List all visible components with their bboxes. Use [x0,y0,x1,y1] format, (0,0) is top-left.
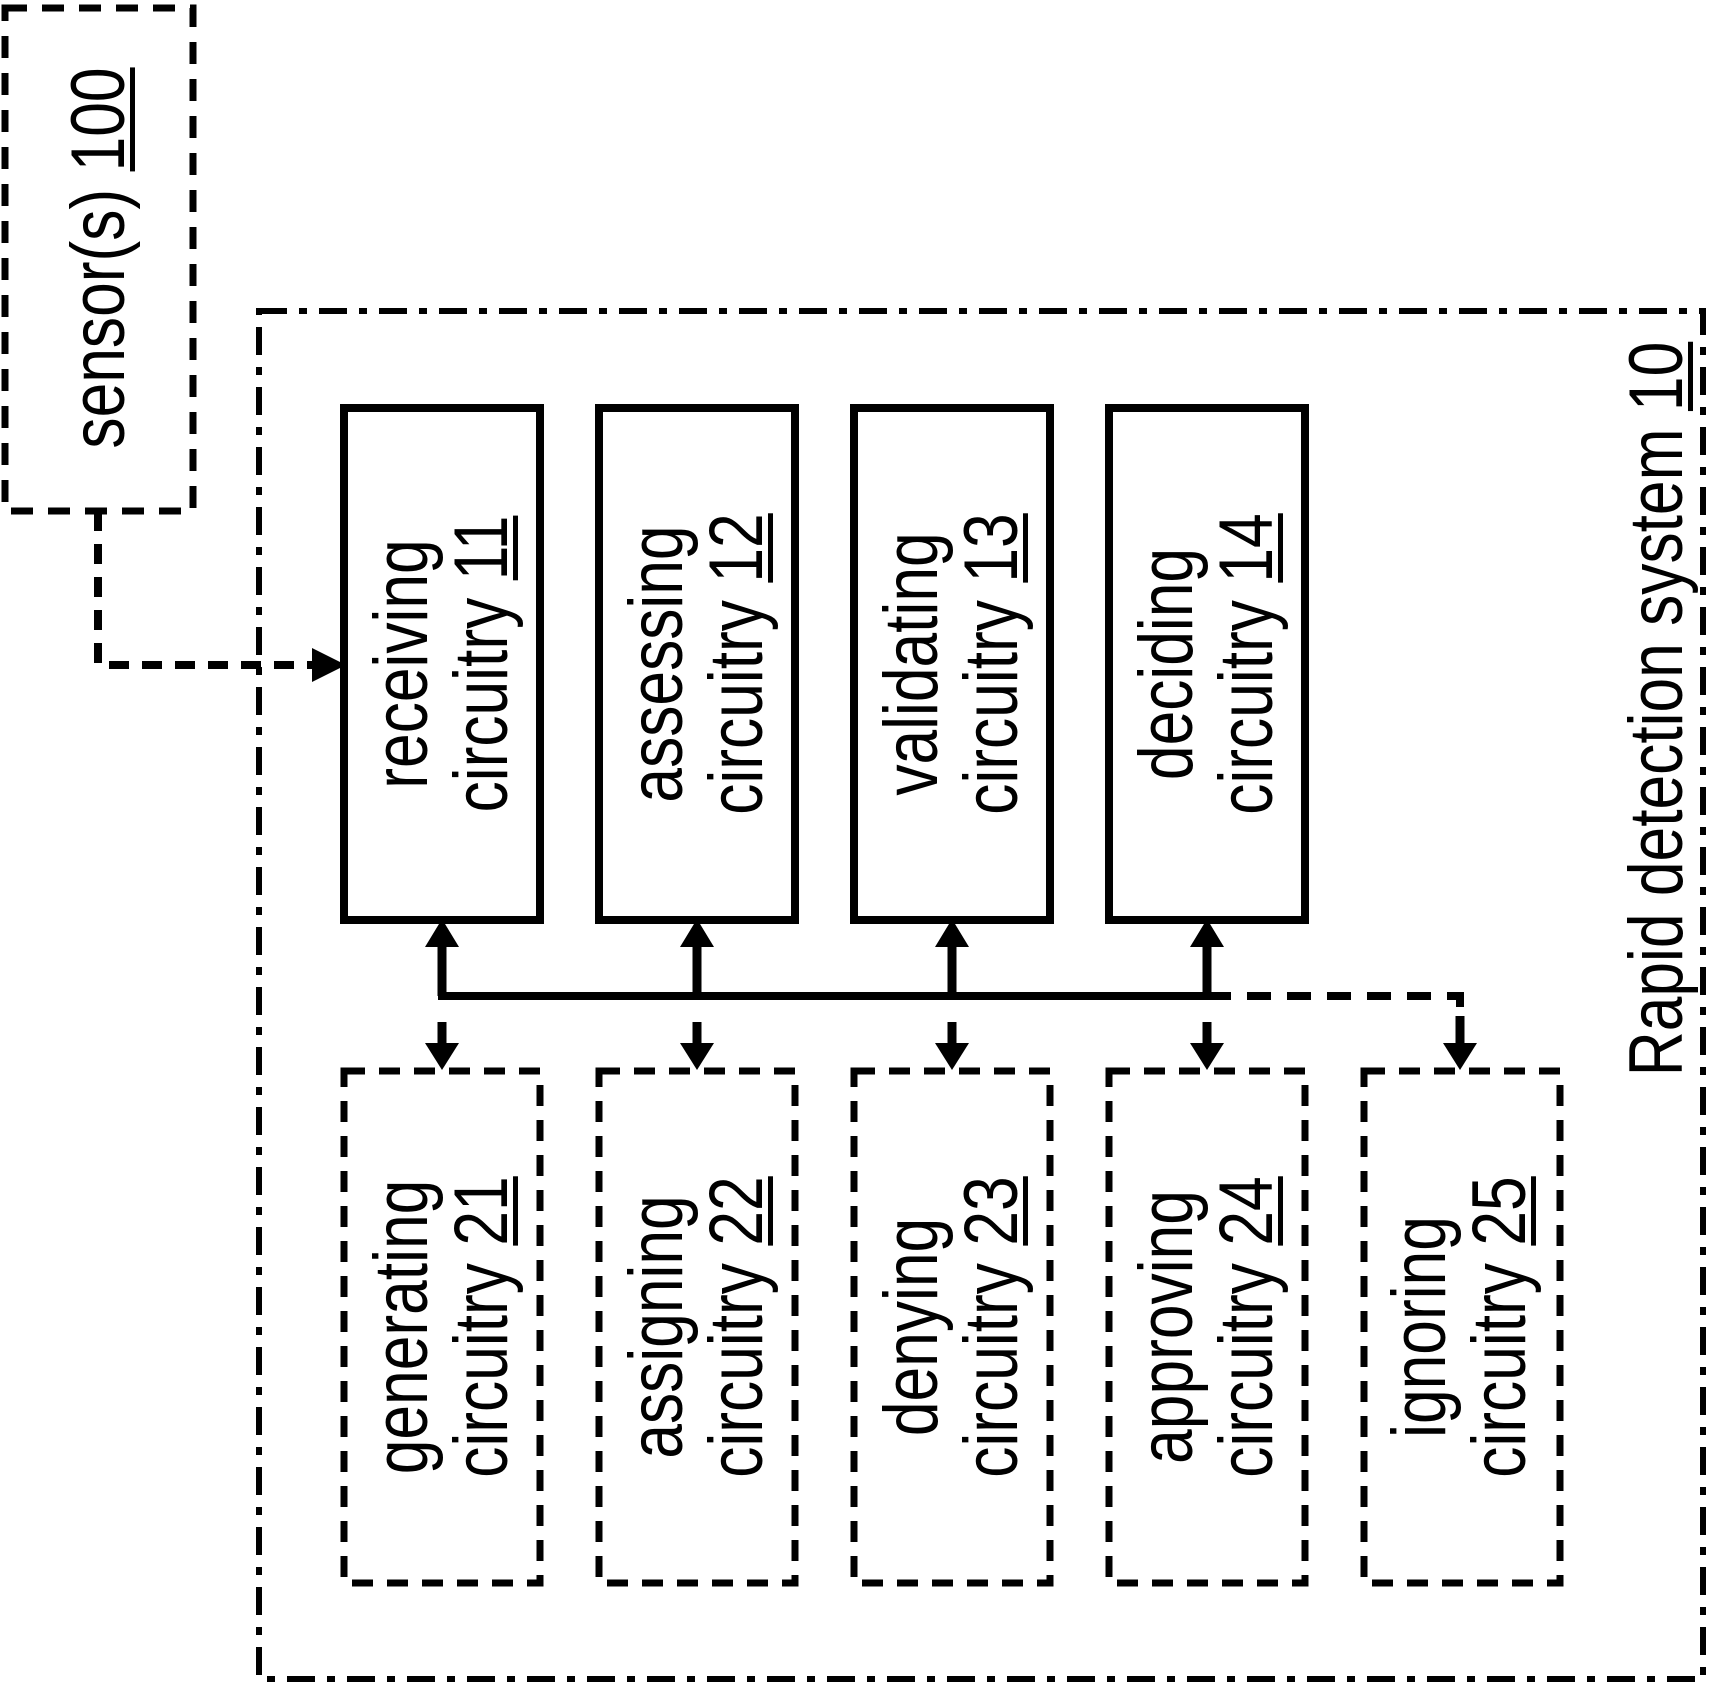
deciding-circuitry-label: deciding circuitry14 [1124,513,1289,815]
validating-circuitry-label: validating circuitry13 [869,513,1034,815]
assigning-circuitry-label: assigning circuitry22 [614,1176,779,1478]
assessing-circuitry-label: assessing circuitry12 [614,513,779,815]
down-arrowhead-3 [935,1043,969,1070]
system-title-label: Rapid detection system10 [1614,341,1699,1077]
down-arrowhead-1 [425,1043,459,1070]
sensor-ref-number: 100 [56,67,141,172]
sensor-connector-arrowhead [312,648,346,682]
assessing-ref-number: 12 [694,513,779,583]
generating-circuitry-box [340,1067,544,1587]
generating-circuitry-label: generating circuitry21 [359,1176,524,1478]
approving-circuitry-label: approving circuitry24 [1124,1176,1289,1478]
assigning-ref-number: 22 [694,1176,779,1246]
down-arrowhead-4 [1190,1043,1224,1070]
up-arrowhead-3 [935,919,969,947]
bus-dashed-extension [1207,992,1464,1016]
ignoring-ref-number: 25 [1457,1176,1542,1246]
system-ref-number: 10 [1614,341,1699,412]
up-arrowhead-2 [680,919,714,947]
sensor-connector-line [94,511,314,669]
receiving-circuitry-label: receiving circuitry11 [359,515,524,813]
system-boundary-border [256,308,1706,1682]
sensor-label: sensor(s)100 [56,67,141,449]
denying-circuitry-box [850,1067,1054,1587]
ignoring-circuitry-box [1360,1067,1564,1587]
down-arrowhead-2 [680,1043,714,1070]
generating-ref-number: 21 [439,1176,524,1246]
denying-circuitry-label: denying circuitry23 [869,1176,1034,1478]
up-arrowhead-4 [1190,919,1224,947]
assigning-circuitry-box [595,1067,799,1587]
approving-ref-number: 24 [1204,1176,1289,1246]
ignoring-circuitry-label: ignoring circuitry25 [1377,1176,1542,1478]
up-arrowhead-1 [425,919,459,947]
denying-ref-number: 23 [949,1176,1034,1246]
receiving-ref-number: 11 [439,515,524,581]
approving-circuitry-box [1105,1067,1309,1587]
deciding-ref-number: 14 [1204,513,1289,583]
validating-ref-number: 13 [949,513,1034,583]
ignoring-arrowhead [1443,1043,1477,1070]
